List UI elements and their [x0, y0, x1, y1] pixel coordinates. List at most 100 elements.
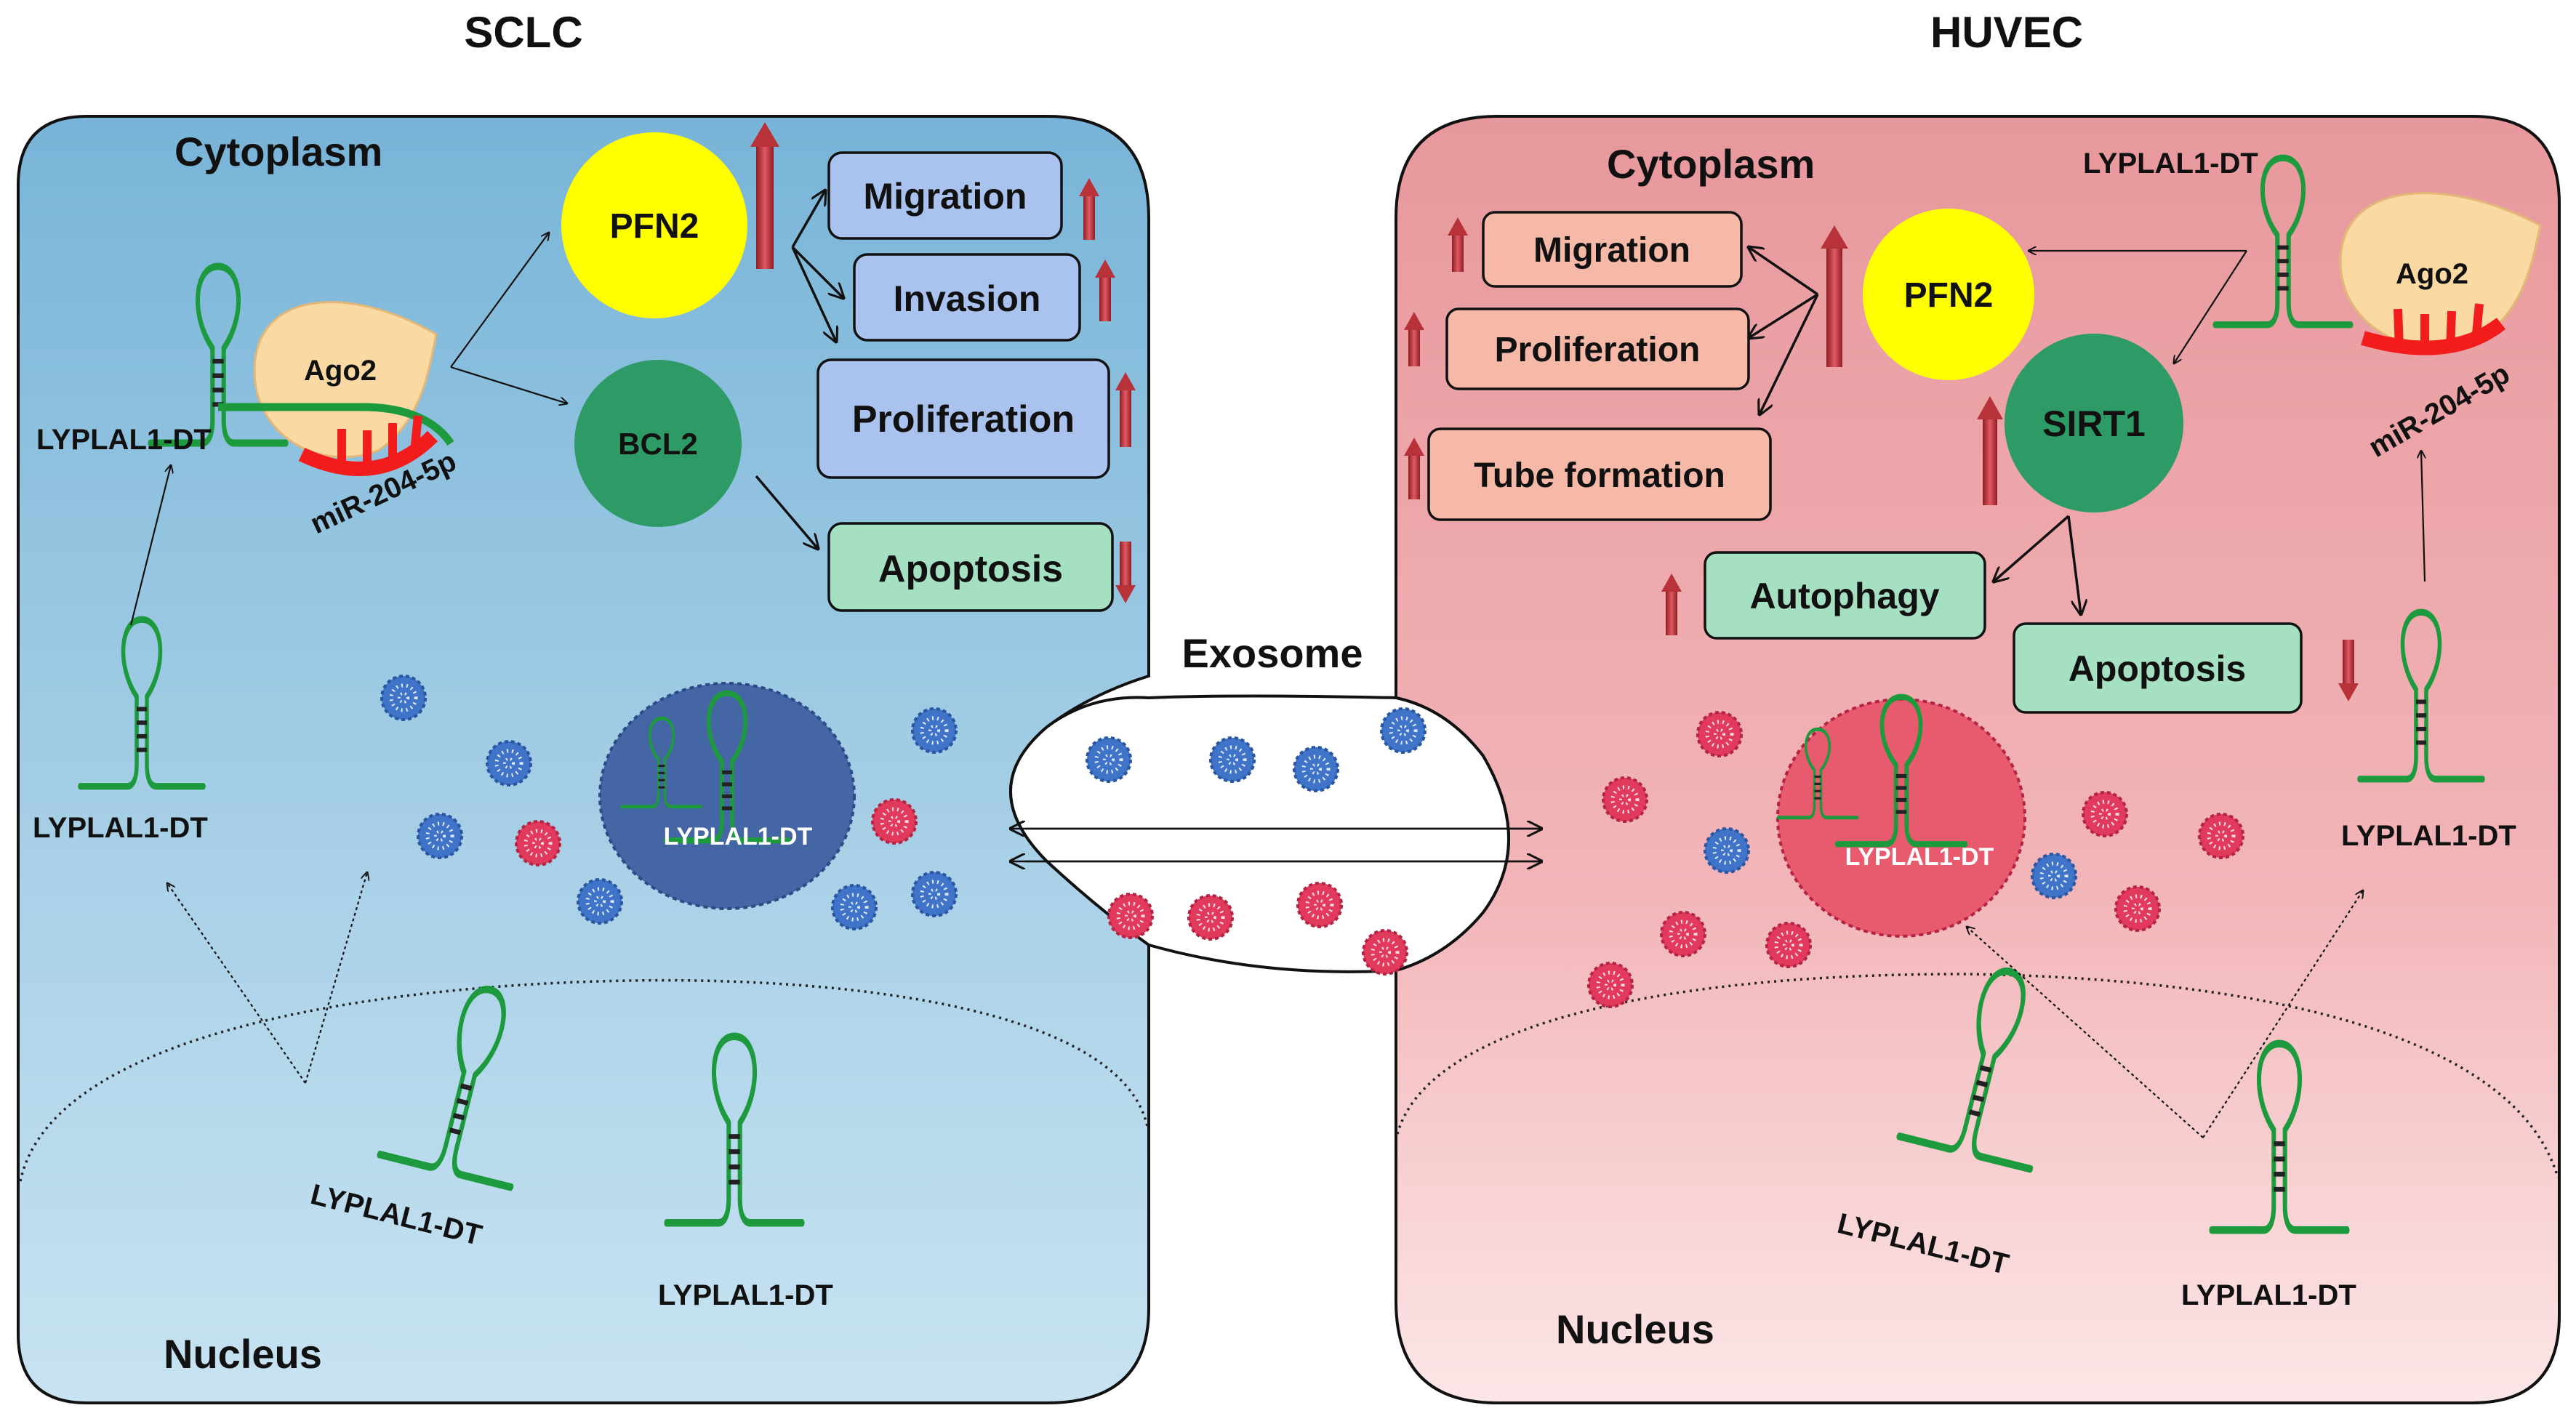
huvec-arrow-nucleus-to-right	[2202, 890, 2363, 1138]
channel-vesicle-blue-1	[1087, 738, 1131, 781]
huvec-sirt1-label: SIRT1	[2042, 403, 2146, 444]
sclc-mirna-teeth	[337, 415, 422, 472]
huvec-arrow-sirt1-to-apoptosis	[2067, 515, 2081, 614]
sclc-heading: SCLC	[464, 8, 582, 57]
huvec-nucleus-label: Nucleus	[1556, 1306, 1714, 1352]
huvec-vesicle-red-3	[1661, 912, 1705, 956]
sclc-pfn2-up-arrowhead	[750, 122, 779, 147]
sclc-vesicle-blue-6	[832, 885, 876, 929]
sclc-apoptosis-down-arrowhead	[1115, 585, 1136, 603]
sclc-vesicle-blue-4	[578, 880, 622, 923]
sclc-arrow-ago2-to-bcl2	[450, 366, 567, 403]
huvec-vesicle-red-5	[1589, 963, 1632, 1007]
huvec-sirt1-node	[2005, 334, 2183, 512]
channel-vesicle-blue-4	[1381, 709, 1425, 752]
sclc-arrow-ago2-to-pfn2	[450, 233, 549, 368]
sclc-invasion-label: Invasion	[894, 278, 1041, 319]
huvec-autophagy-up-arrow	[1666, 590, 1677, 635]
huvec-proliferation-up-arrow	[1408, 329, 1420, 366]
huvec-mirna-icon	[2361, 318, 2506, 355]
huvec-arrow-ago2-to-sirt1	[2174, 250, 2247, 363]
huvec-vesicle-red-2	[1603, 778, 1647, 821]
sclc-vesicle-blue-1	[382, 676, 425, 720]
huvec-vesicle-red-8	[2199, 814, 2243, 858]
huvec-tube-formation-label: Tube formation	[1474, 456, 1725, 495]
huvec-arrow-to-proliferation	[1749, 293, 1818, 338]
huvec-sirt1-up-arrowhead	[1977, 396, 2003, 419]
huvec-migration-up-arrowhead	[1448, 217, 1468, 236]
channel-vesicle-red-1	[1109, 894, 1152, 938]
sclc-vesicle-blue-5	[912, 709, 956, 752]
huvec-pfn2-up-arrow	[1826, 247, 1842, 367]
sclc-arrow-nucleus-to-vesicle	[304, 872, 367, 1084]
sclc-bcl2-node	[574, 360, 742, 527]
channel-vesicle-red-4	[1363, 930, 1407, 974]
huvec-arrow-right-to-ago2	[2421, 451, 2425, 582]
sclc-arrow-to-proliferation	[791, 246, 836, 342]
huvec-arrow-sirt1-to-autophagy	[1994, 515, 2070, 582]
sclc-ago2-label: Ago2	[304, 355, 377, 387]
sclc-migration-box	[827, 151, 1063, 240]
huvec-apoptosis-down-arrowhead	[2338, 683, 2359, 701]
sclc-migration-up-arrow	[1083, 195, 1095, 240]
sclc-apoptosis-box	[827, 522, 1114, 612]
sclc-exosome-label: LYPLAL1-DT	[664, 823, 813, 850]
sclc-arrow-to-invasion	[791, 246, 843, 298]
huvec-pfn2-node	[1863, 209, 2034, 380]
sclc-proliferation-box	[816, 358, 1110, 479]
sclc-apoptosis-label: Apoptosis	[878, 548, 1063, 590]
huvec-ago2-label: Ago2	[2396, 258, 2468, 290]
huvec-tube-up-arrowhead	[1404, 438, 1424, 456]
huvec-migration-label: Migration	[1533, 231, 1690, 270]
huvec-vesicle-blue-1	[1705, 829, 1749, 872]
huvec-apoptosis-label: Apoptosis	[2069, 648, 2246, 689]
huvec-arrow-to-migration	[1749, 247, 1818, 296]
huvec-proliferation-box	[1445, 307, 1750, 390]
huvec-heading: HUVEC	[1930, 8, 2083, 57]
exosome-heading: Exosome	[1182, 630, 1363, 676]
huvec-apoptosis-box	[2013, 622, 2303, 714]
sclc-vesicle-blue-7	[912, 872, 956, 916]
huvec-tube-formation-box	[1427, 427, 1772, 521]
huvec-pfn2-up-arrowhead	[1821, 225, 1848, 249]
huvec-mirna-teeth	[2394, 303, 2484, 355]
channel-vesicle-blue-3	[1294, 747, 1338, 791]
huvec-arrow-nucleus-to-exosome	[1967, 927, 2204, 1138]
huvec-rna-label-right: LYPLAL1-DT	[2341, 820, 2516, 852]
sclc-bcl2-label: BCL2	[618, 427, 698, 461]
sclc-rna-label-nucleus-2: LYPLAL1-DT	[658, 1279, 833, 1311]
sclc-migration-up-arrowhead	[1079, 178, 1099, 196]
sclc-proliferation-up-arrow	[1120, 389, 1131, 447]
huvec-rna-label-nucleus-2: LYPLAL1-DT	[2181, 1279, 2356, 1311]
sclc-apoptosis-down-arrow	[1120, 542, 1131, 587]
sclc-vesicle-red-2	[872, 800, 916, 843]
sclc-nucleus-label: Nucleus	[164, 1331, 322, 1377]
huvec-sirt1-up-arrow	[1983, 418, 1997, 505]
sclc-arrow-to-migration	[791, 190, 825, 248]
huvec-large-exosome	[1776, 698, 2026, 938]
sclc-pfn2-up-arrow	[756, 145, 774, 269]
huvec-migration-up-arrow	[1452, 234, 1464, 272]
channel-vesicle-red-2	[1189, 896, 1232, 939]
sclc-vesicle-blue-3	[418, 814, 462, 858]
huvec-tube-up-arrow	[1408, 454, 1420, 499]
sclc-invasion-box	[853, 253, 1081, 342]
sclc-cytoplasm-label: Cytoplasm	[174, 129, 382, 174]
sclc-rna-label-top: LYPLAL1-DT	[36, 424, 212, 456]
huvec-vesicle-red-7	[2116, 887, 2159, 930]
sclc-proliferation-up-arrowhead	[1115, 372, 1136, 390]
huvec-rna-label-top: LYPLAL1-DT	[2083, 148, 2258, 180]
huvec-migration-box	[1482, 211, 1743, 288]
huvec-autophagy-label: Autophagy	[1749, 576, 1939, 616]
huvec-vesicle-red-6	[2083, 792, 2127, 836]
sclc-rna-label-mid: LYPLAL1-DT	[33, 812, 208, 844]
sclc-pfn2-label: PFN2	[610, 207, 699, 246]
huvec-arrow-to-tube-formation	[1760, 294, 1819, 414]
sclc-vesicle-blue-2	[487, 741, 531, 785]
huvec-pfn2-label: PFN2	[1904, 276, 1994, 315]
huvec-autophagy-box	[1704, 551, 1986, 640]
channel-vesicle-red-3	[1298, 883, 1341, 927]
huvec-autophagy-up-arrowhead	[1661, 574, 1682, 592]
channel-vesicle-blue-2	[1211, 738, 1254, 781]
